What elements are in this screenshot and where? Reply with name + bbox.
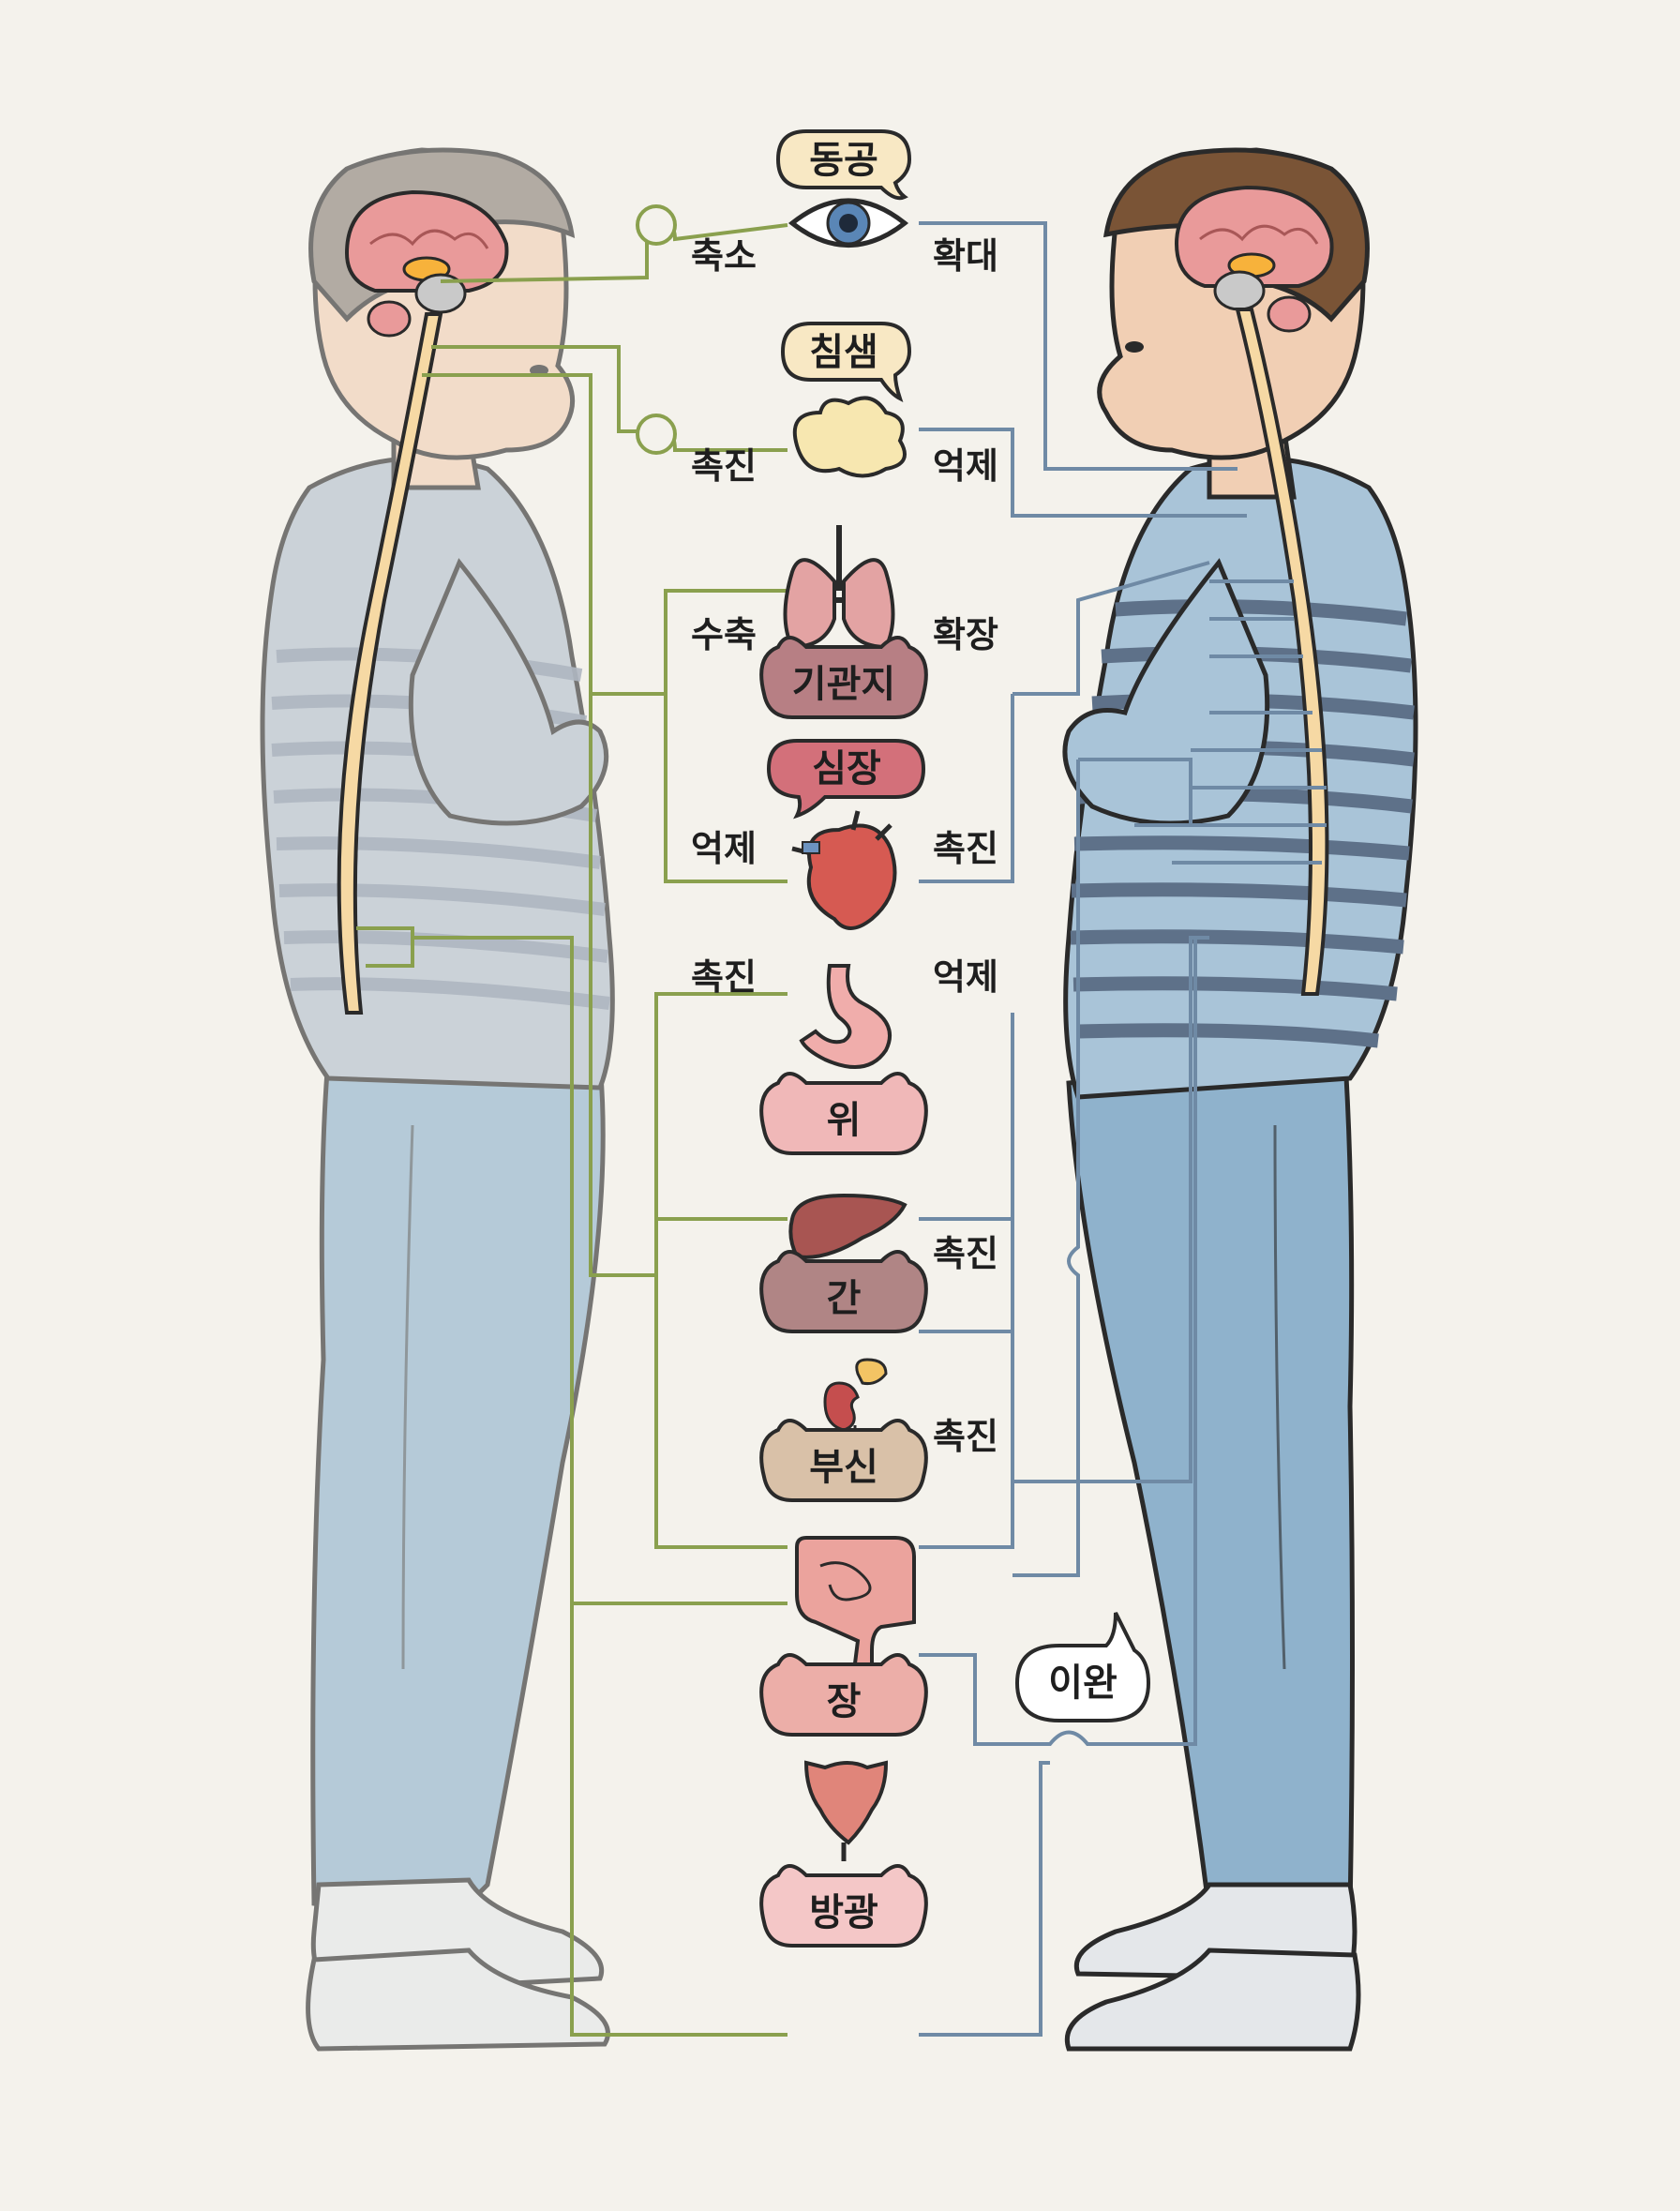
right-label-bronchi: 확장 bbox=[933, 614, 998, 655]
intestine-icon bbox=[795, 1536, 916, 1680]
sympathetic-lines bbox=[919, 221, 1327, 2037]
left-label-heart: 억제 bbox=[691, 828, 757, 869]
left-spine bbox=[337, 312, 443, 1015]
bubble-relax: 이완 bbox=[1014, 1612, 1151, 1722]
bubble-intestine-text: 장 bbox=[827, 1680, 862, 1723]
right-person bbox=[1062, 147, 1418, 2052]
right-person-shoe-front bbox=[1065, 1948, 1361, 2052]
bubble-stomach: 위 bbox=[759, 1072, 928, 1155]
eye-icon bbox=[788, 198, 909, 248]
bubble-saliva: 침샘 bbox=[780, 322, 912, 402]
left-label-pupil: 축소 bbox=[691, 235, 757, 277]
junction-saliva bbox=[636, 414, 677, 455]
left-person-arm bbox=[408, 558, 609, 826]
heart-icon bbox=[791, 810, 897, 930]
kidney-adrenal-icon bbox=[823, 1358, 888, 1444]
bubble-heart: 심장 bbox=[766, 739, 926, 820]
bubble-relax-text: 이완 bbox=[1048, 1662, 1118, 1705]
bubble-bladder: 방광 bbox=[759, 1864, 928, 1948]
bubble-pupil-text: 동공 bbox=[809, 139, 878, 182]
lungs-icon bbox=[783, 525, 895, 650]
right-label-heart: 촉진 bbox=[933, 828, 998, 869]
left-label-saliva: 촉진 bbox=[691, 445, 757, 487]
bladder-icon bbox=[803, 1760, 889, 1861]
bubble-bronchi-text: 기관지 bbox=[792, 663, 895, 706]
bubble-saliva-text: 침샘 bbox=[809, 331, 878, 374]
left-brain bbox=[344, 189, 509, 338]
bubble-liver-text: 간 bbox=[827, 1277, 862, 1320]
junction-pupil bbox=[636, 204, 677, 246]
bubble-adrenal: 부신 bbox=[759, 1419, 928, 1502]
right-brain bbox=[1174, 185, 1334, 333]
left-person bbox=[260, 147, 615, 2052]
bubble-pupil: 동공 bbox=[775, 129, 912, 201]
bubble-bronchi: 기관지 bbox=[759, 636, 928, 719]
right-person-jeans bbox=[1066, 1057, 1355, 1925]
right-label-saliva: 억제 bbox=[933, 445, 998, 487]
bubble-heart-text: 심장 bbox=[812, 747, 881, 790]
bubble-bladder-text: 방광 bbox=[809, 1891, 878, 1934]
salivary-gland-icon bbox=[792, 396, 907, 478]
right-label-liver: 촉진 bbox=[933, 1233, 998, 1274]
right-spine bbox=[1235, 308, 1329, 996]
left-label-stomach: 촉진 bbox=[691, 956, 757, 998]
bubble-intestine: 장 bbox=[759, 1653, 928, 1737]
left-label-bronchi: 수축 bbox=[691, 614, 757, 655]
bubble-stomach-text: 위 bbox=[827, 1099, 862, 1142]
bubble-liver: 간 bbox=[759, 1250, 928, 1333]
right-label-pupil: 확대 bbox=[933, 235, 998, 277]
stomach-icon bbox=[799, 964, 892, 1069]
left-person-shoe-front bbox=[306, 1948, 610, 2052]
bubble-adrenal-text: 부신 bbox=[809, 1446, 878, 1489]
liver-icon bbox=[788, 1193, 908, 1259]
left-person-jeans bbox=[310, 1057, 606, 1916]
right-label-stomach: 억제 bbox=[933, 956, 998, 998]
right-label-adrenal: 촉진 bbox=[933, 1416, 998, 1457]
